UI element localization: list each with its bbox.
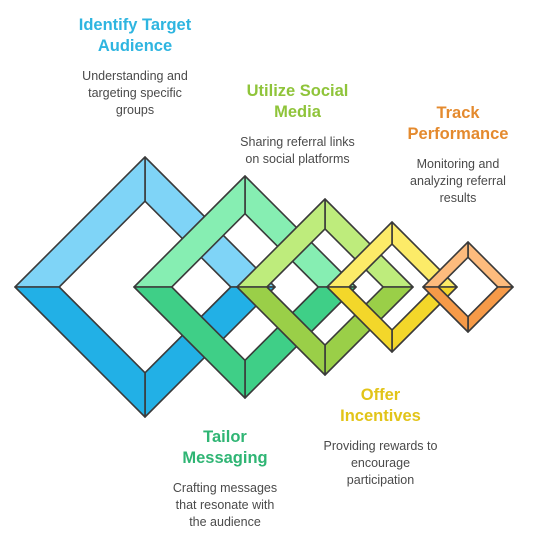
stage-track-label: Track Performance Monitoring and analyzi…	[378, 103, 538, 207]
stage-track-description: Monitoring and analyzing referral result…	[410, 157, 506, 205]
stage-incentives-description: Providing rewards to encourage participa…	[323, 439, 438, 487]
ring-tailor-bottom-left	[133, 286, 246, 399]
ring-track-bottom-left	[422, 286, 469, 333]
stage-social-label: Utilize Social Media Sharing referral li…	[215, 81, 380, 168]
ring-track-top-right	[467, 241, 514, 288]
stage-tailor-description: Crafting messages that resonate with the…	[172, 481, 278, 529]
stage-identify-description: Understanding and targeting specific gro…	[82, 69, 188, 117]
ring-track-bottom-right	[467, 286, 514, 333]
stage-social-description: Sharing referral links on social platfor…	[240, 135, 355, 166]
stage-identify-label: Identify Target Audience Understanding a…	[55, 15, 215, 119]
stage-identify-title: Identify Target Audience	[78, 16, 192, 55]
ring-incentives-bottom-left	[326, 286, 393, 353]
ring-identify-top-left	[14, 156, 146, 288]
diamond-rings	[14, 156, 514, 418]
stage-track-title: Track Performance	[407, 104, 509, 143]
stage-social-title: Utilize Social Media	[246, 82, 349, 121]
stage-incentives-title: Offer Incentives	[340, 386, 421, 425]
stage-tailor-title: Tailor Messaging	[182, 428, 268, 467]
stage-incentives-label: Offer Incentives Providing rewards to en…	[298, 385, 463, 489]
stage-tailor-label: Tailor Messaging Crafting messages that …	[145, 427, 305, 531]
ring-social-bottom-left	[236, 286, 326, 376]
ring-identify-bottom-left	[14, 286, 146, 418]
